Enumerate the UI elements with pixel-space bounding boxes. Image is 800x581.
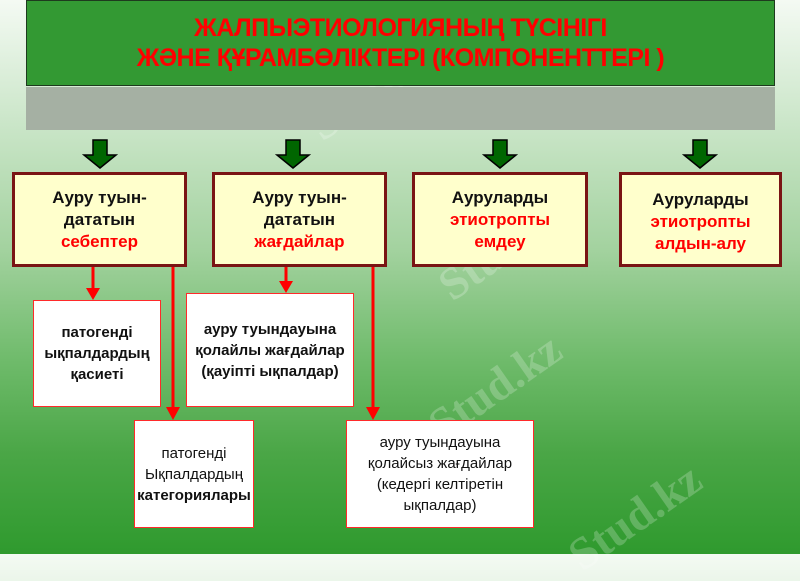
box-text: қолайлы жағдайлар — [195, 341, 345, 359]
box-text: категориялары — [137, 486, 251, 504]
box-pathogen-categories: патогенді Ықпалдардың категориялары — [134, 420, 254, 528]
down-arrow-icon — [275, 139, 311, 169]
box-etiotropic-treatment: Ауруларды этиотропты емдеу — [412, 172, 588, 267]
box-text: патогенді — [61, 324, 133, 341]
box-text: Ауруларды — [451, 187, 549, 207]
down-arrow-icon — [482, 139, 518, 169]
box-text: Ықпалдардың — [145, 465, 243, 483]
box-etiotropic-prevention: Ауруларды этиотропты алдын-алу — [619, 172, 782, 267]
down-arrow-icon — [82, 139, 118, 169]
box-highlight: этиотропты — [449, 209, 551, 229]
box-text: дататын — [63, 209, 136, 229]
box-highlight: жағдайлар — [254, 232, 345, 251]
box-text: ықпалдар) — [403, 497, 477, 514]
box-disease-conditions: Ауру туын- дататын жағдайлар — [212, 172, 387, 267]
box-favorable-conditions: ауру туындауына қолайлы жағдайлар (қауіп… — [186, 293, 354, 407]
box-text: қасиеті — [70, 366, 124, 383]
box-text: патогенді — [161, 444, 227, 462]
box-highlight: емдеу — [474, 231, 526, 251]
watermark: Stud.kz — [558, 452, 711, 581]
box-text: ықпалдардың — [44, 345, 150, 362]
box-text: Ауруларды — [652, 190, 749, 209]
box-text: ауру туындауына — [203, 320, 337, 338]
title-line-2: ЖӘНЕ ҚҰРАМБӨЛІКТЕРІ (КОМПОНЕНТТЕРІ ) — [136, 44, 665, 72]
box-text: (қауіпті ықпалдар) — [201, 362, 339, 380]
box-highlight: этиотропты — [650, 212, 751, 231]
title-banner: ЖАЛПЫЭТИОЛОГИЯНЫҢ ТҮСІНІГІ ЖӘНЕ ҚҰРАМБӨЛ… — [26, 0, 775, 86]
box-text: Ауру туын- — [52, 187, 147, 207]
subtitle-bar — [26, 87, 775, 130]
box-disease-causes: Ауру туын- дататын себептер — [12, 172, 187, 267]
box-text: дататын — [263, 210, 336, 229]
box-pathogen-properties: патогенді ықпалдардың қасиеті — [33, 300, 161, 407]
box-highlight: алдын-алу — [655, 234, 746, 253]
box-highlight: себептер — [60, 231, 139, 251]
box-text: қолайсыз жағдайлар — [367, 455, 513, 472]
title-line-1: ЖАЛПЫЭТИОЛОГИЯНЫҢ ТҮСІНІГІ — [194, 14, 607, 42]
box-text: (кедергі келтіретін — [376, 476, 504, 493]
down-arrow-icon — [682, 139, 718, 169]
box-text: ауру туындауына — [379, 434, 501, 451]
box-text: Ауру туын- — [252, 188, 347, 207]
box-unfavorable-conditions: ауру туындауына қолайсыз жағдайлар (кеде… — [346, 420, 534, 528]
